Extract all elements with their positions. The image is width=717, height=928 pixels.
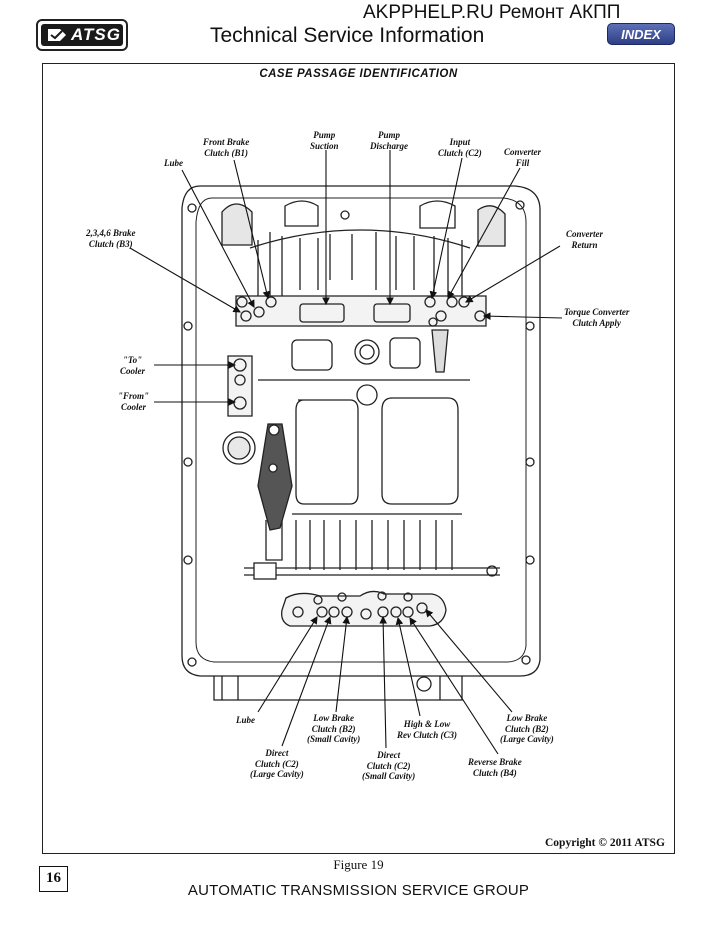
upper-passage-plate bbox=[235, 295, 487, 327]
case-outline bbox=[181, 185, 541, 677]
diagram-title: CASE PASSAGE IDENTIFICATION bbox=[259, 68, 458, 80]
label-converter-return: Converter Return bbox=[566, 229, 603, 250]
atsg-logo-icon bbox=[48, 29, 66, 41]
figure-caption: Figure 19 bbox=[333, 857, 384, 872]
label-high-low-rev-c3: High & Low Rev Clutch (C3) bbox=[397, 719, 457, 740]
label-input-c2: Input Clutch (C2) bbox=[438, 137, 482, 158]
label-direct-c2-small: Direct Clutch (C2) (Small Cavity) bbox=[362, 750, 416, 781]
label-pump-discharge: Pump Discharge bbox=[370, 130, 408, 151]
label-converter-fill: Converter Fill bbox=[504, 147, 541, 168]
copyright-text: Copyright © 2011 ATSG bbox=[545, 837, 665, 849]
right-pocket bbox=[381, 397, 459, 505]
lower-passage-plate bbox=[281, 590, 447, 627]
site-watermark-text: AKPPHELP.RU Ремонт АКПП bbox=[363, 2, 621, 23]
page-number: 16 bbox=[39, 866, 68, 892]
label-to-cooler: "To" Cooler bbox=[120, 355, 146, 376]
left-pocket bbox=[295, 399, 359, 505]
label-from-cooler: "From" Cooler bbox=[118, 391, 149, 412]
label-pump-suction: Pump Suction bbox=[310, 130, 339, 151]
index-button[interactable]: INDEX bbox=[607, 23, 675, 45]
label-lube-bottom: Lube bbox=[236, 715, 255, 725]
atsg-logo: ATSG bbox=[36, 19, 128, 51]
label-direct-c2-large: Direct Clutch (C2) (Large Cavity) bbox=[250, 748, 304, 779]
logo-text: ATSG bbox=[71, 25, 121, 44]
label-reverse-brake-b4: Reverse Brake Clutch (B4) bbox=[468, 757, 522, 778]
label-tcc-apply: Torque Converter Clutch Apply bbox=[564, 307, 630, 328]
label-low-brake-b2-small: Low Brake Clutch (B2) (Small Cavity) bbox=[307, 713, 361, 744]
label-lube-top: Lube bbox=[164, 158, 183, 168]
case-inner-wall bbox=[195, 197, 527, 663]
page-title: Technical Service Information bbox=[210, 24, 485, 47]
manual-lever bbox=[257, 423, 293, 531]
diagram-frame bbox=[42, 63, 675, 854]
label-low-brake-b2-large: Low Brake Clutch (B2) (Large Cavity) bbox=[500, 713, 554, 744]
footer-org: AUTOMATIC TRANSMISSION SERVICE GROUP bbox=[187, 882, 530, 899]
label-front-brake-b1: Front Brake Clutch (B1) bbox=[203, 137, 250, 158]
label-2346-brake-b3: 2,3,4,6 Brake Clutch (B3) bbox=[86, 228, 136, 249]
